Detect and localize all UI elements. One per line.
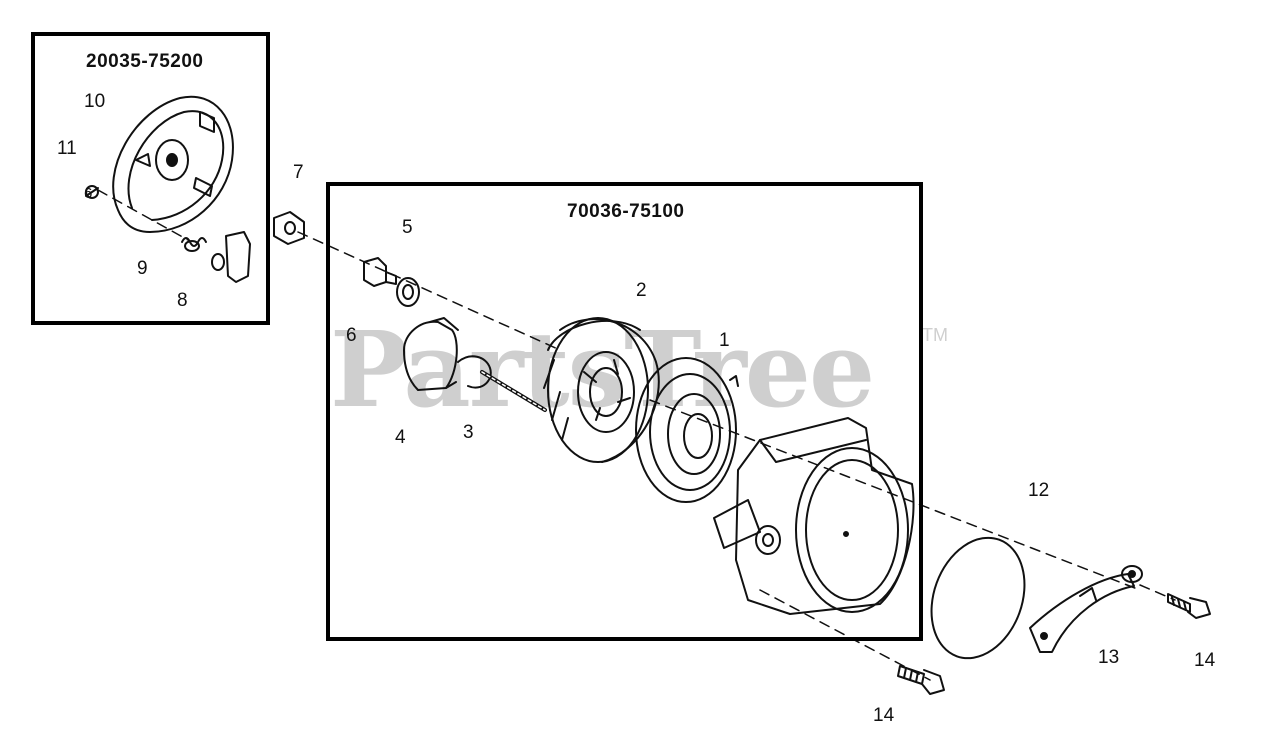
callout-6-main: 6 xyxy=(346,325,357,346)
part-1-recoil-spring xyxy=(635,357,739,503)
part-13-bracket xyxy=(1029,565,1143,653)
callout-6-left: 6 xyxy=(84,185,93,202)
starter-housing xyxy=(713,417,915,615)
part-9-spring xyxy=(181,237,207,252)
assembly-axis-lines xyxy=(97,189,1176,681)
kit-number-left: 20035-75200 xyxy=(86,51,204,72)
part-10-ratchet-plate xyxy=(112,95,234,233)
part-11-clip xyxy=(85,185,99,199)
callout-7: 7 xyxy=(293,162,304,183)
callout-14-bottom: 14 xyxy=(873,705,895,726)
kit-box-left xyxy=(31,32,270,325)
part-12-gasket xyxy=(930,536,1026,660)
part-5-screw xyxy=(363,257,397,287)
part-3-starter-rope xyxy=(457,355,547,412)
callout-5: 5 xyxy=(402,217,413,238)
part-5-washer xyxy=(396,277,420,307)
part-14-bolt-right xyxy=(1167,593,1211,619)
callout-14-right: 14 xyxy=(1194,650,1216,671)
part-4-starter-handle xyxy=(403,317,459,391)
callout-8: 8 xyxy=(177,290,188,311)
part-2-rope-reel xyxy=(543,317,660,463)
kit-box-main xyxy=(326,182,923,641)
callout-1: 1 xyxy=(719,330,730,351)
callout-9: 9 xyxy=(137,258,148,279)
callout-2: 2 xyxy=(636,280,647,301)
part-14-bolt-bottom xyxy=(897,665,945,695)
callout-13: 13 xyxy=(1098,647,1120,668)
part-7-nut xyxy=(273,211,305,245)
callout-12: 12 xyxy=(1028,480,1050,501)
part-8-pawl xyxy=(211,231,251,283)
kit-number-main: 70036-75100 xyxy=(567,201,685,222)
callout-4: 4 xyxy=(395,427,406,448)
callout-11: 11 xyxy=(57,138,77,159)
trademark-symbol: TM xyxy=(922,325,948,345)
callout-10: 10 xyxy=(84,91,106,112)
callout-3: 3 xyxy=(463,422,474,443)
